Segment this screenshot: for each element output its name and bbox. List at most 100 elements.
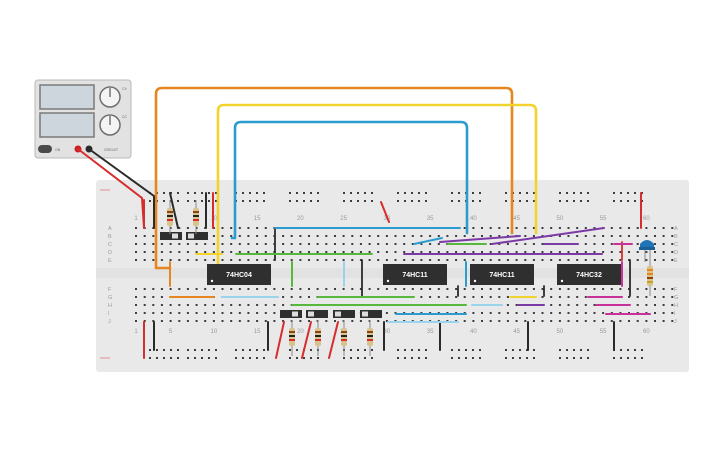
- breadboard-hole[interactable]: [247, 304, 250, 306]
- breadboard-hole[interactable]: [357, 349, 359, 351]
- bottom-rail-red-wire-3[interactable]: [301, 321, 312, 359]
- breadboard-hole[interactable]: [186, 259, 189, 261]
- breadboard-hole[interactable]: [186, 304, 189, 306]
- breadboard-hole[interactable]: [498, 288, 501, 290]
- breadboard-hole[interactable]: [584, 312, 587, 314]
- breadboard-hole[interactable]: [634, 200, 636, 202]
- breadboard-hole[interactable]: [249, 357, 251, 359]
- breadboard-hole[interactable]: [576, 288, 579, 290]
- breadboard-hole[interactable]: [550, 312, 553, 314]
- breadboard-hole[interactable]: [506, 251, 509, 253]
- breadboard-hole[interactable]: [195, 304, 198, 306]
- breadboard-hole[interactable]: [458, 192, 460, 194]
- breadboard-hole[interactable]: [201, 192, 203, 194]
- breadboard-hole[interactable]: [169, 312, 172, 314]
- breadboard-hole[interactable]: [177, 200, 179, 202]
- resistor-2[interactable]: [193, 200, 199, 234]
- breadboard-hole[interactable]: [541, 296, 544, 298]
- breadboard-hole[interactable]: [230, 235, 233, 237]
- breadboard-hole[interactable]: [350, 200, 352, 202]
- breadboard-hole[interactable]: [505, 349, 507, 351]
- breadboard-hole[interactable]: [249, 200, 251, 202]
- breadboard-hole[interactable]: [580, 357, 582, 359]
- breadboard-hole[interactable]: [152, 312, 155, 314]
- breadboard-hole[interactable]: [238, 312, 241, 314]
- breadboard-hole[interactable]: [143, 259, 146, 261]
- breadboard-hole[interactable]: [573, 192, 575, 194]
- slide-switch-6[interactable]: [360, 310, 382, 318]
- breadboard-hole[interactable]: [671, 288, 674, 290]
- breadboard-hole[interactable]: [264, 227, 267, 229]
- breadboard-hole[interactable]: [645, 227, 648, 229]
- breadboard-hole[interactable]: [472, 320, 475, 322]
- breadboard-hole[interactable]: [230, 251, 233, 253]
- breadboard-hole[interactable]: [634, 357, 636, 359]
- breadboard-hole[interactable]: [143, 312, 146, 314]
- breadboard-hole[interactable]: [212, 235, 215, 237]
- breadboard-hole[interactable]: [489, 288, 492, 290]
- breadboard-hole[interactable]: [593, 227, 596, 229]
- breadboard-hole[interactable]: [580, 200, 582, 202]
- breadboard-hole[interactable]: [230, 312, 233, 314]
- breadboard-hole[interactable]: [532, 259, 535, 261]
- breadboard-hole[interactable]: [558, 251, 561, 253]
- breadboard-hole[interactable]: [619, 227, 622, 229]
- breadboard-hole[interactable]: [533, 357, 535, 359]
- breadboard-hole[interactable]: [212, 251, 215, 253]
- breadboard-hole[interactable]: [135, 235, 137, 237]
- breadboard-hole[interactable]: [515, 259, 518, 261]
- breadboard-hole[interactable]: [310, 200, 312, 202]
- breadboard-hole[interactable]: [170, 357, 172, 359]
- breadboard-hole[interactable]: [662, 243, 665, 245]
- breadboard-hole[interactable]: [359, 320, 362, 322]
- breadboard-hole[interactable]: [411, 251, 414, 253]
- breadboard-hole[interactable]: [377, 251, 380, 253]
- breadboard-hole[interactable]: [584, 304, 587, 306]
- breadboard-hole[interactable]: [541, 227, 544, 229]
- breadboard-hole[interactable]: [451, 192, 453, 194]
- breadboard-hole[interactable]: [256, 243, 259, 245]
- breadboard-hole[interactable]: [230, 320, 233, 322]
- breadboard-hole[interactable]: [662, 312, 665, 314]
- breadboard-hole[interactable]: [671, 243, 674, 245]
- breadboard-hole[interactable]: [429, 288, 432, 290]
- breadboard-hole[interactable]: [645, 259, 648, 261]
- breadboard-hole[interactable]: [458, 357, 460, 359]
- breadboard-hole[interactable]: [143, 296, 146, 298]
- resistors[interactable]: [167, 200, 653, 356]
- breadboard-hole[interactable]: [645, 320, 648, 322]
- breadboard-hole[interactable]: [628, 288, 630, 290]
- breadboard-hole[interactable]: [645, 251, 648, 253]
- breadboard-hole[interactable]: [567, 304, 570, 306]
- breadboard-hole[interactable]: [187, 200, 189, 202]
- breadboard-hole[interactable]: [526, 192, 528, 194]
- breadboard-hole[interactable]: [489, 259, 492, 261]
- breadboard-hole[interactable]: [479, 357, 481, 359]
- breadboard-hole[interactable]: [472, 357, 474, 359]
- breadboard-hole[interactable]: [526, 200, 528, 202]
- breadboard-hole[interactable]: [256, 192, 258, 194]
- breadboard-hole[interactable]: [247, 288, 250, 290]
- breadboard-hole[interactable]: [325, 288, 328, 290]
- breadboard-hole[interactable]: [506, 304, 509, 306]
- breadboard-hole[interactable]: [397, 192, 399, 194]
- breadboard-hole[interactable]: [411, 235, 414, 237]
- breadboard-hole[interactable]: [505, 357, 507, 359]
- breadboard-hole[interactable]: [334, 288, 336, 290]
- breadboard-hole[interactable]: [573, 349, 575, 351]
- breadboard-hole[interactable]: [371, 200, 373, 202]
- breadboard-hole[interactable]: [238, 320, 241, 322]
- breadboard-hole[interactable]: [143, 288, 146, 290]
- breadboard-hole[interactable]: [628, 320, 630, 322]
- breadboard-hole[interactable]: [160, 320, 163, 322]
- breadboard-hole[interactable]: [282, 235, 285, 237]
- breadboard-hole[interactable]: [178, 304, 181, 306]
- breadboard-hole[interactable]: [187, 349, 189, 351]
- breadboard-hole[interactable]: [212, 304, 215, 306]
- ic-chip-74hc04[interactable]: 74HC04: [207, 264, 271, 285]
- breadboard-hole[interactable]: [397, 349, 399, 351]
- breadboard-hole[interactable]: [343, 192, 345, 194]
- breadboard-hole[interactable]: [533, 349, 535, 351]
- breadboard-hole[interactable]: [152, 259, 155, 261]
- breadboard-hole[interactable]: [550, 251, 553, 253]
